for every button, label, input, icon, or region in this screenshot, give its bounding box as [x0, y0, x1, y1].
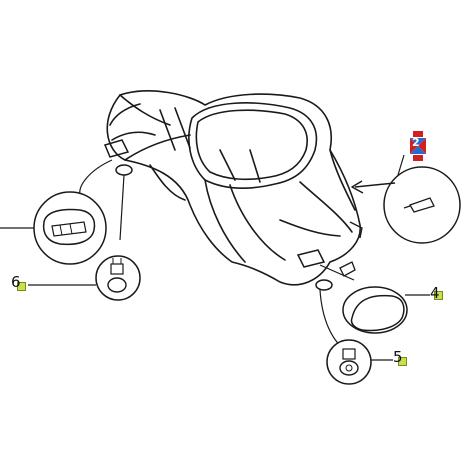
right-switch-opening — [296, 249, 333, 291]
dashboard-housing — [106, 90, 361, 286]
left-switch-detail — [33, 191, 107, 265]
callout-5-marker — [398, 357, 407, 366]
direction-cross-icon — [410, 131, 426, 161]
callout-5-label: 5 — [393, 348, 403, 366]
callout-2-label: 2 — [412, 136, 420, 149]
callout-6-marker — [17, 282, 26, 291]
callout-4-marker — [434, 291, 443, 300]
right-top-bulb-detail — [383, 166, 461, 244]
right-switch-detail — [342, 286, 408, 334]
right-bracket — [339, 221, 363, 277]
left-bulb-detail — [95, 255, 141, 301]
right-bulb-detail — [326, 339, 372, 385]
callout-6-label: 6 — [11, 273, 21, 291]
leader-lines — [0, 154, 430, 361]
arrow-left-icon — [351, 180, 396, 194]
callout-4-label: 4 — [430, 284, 440, 302]
